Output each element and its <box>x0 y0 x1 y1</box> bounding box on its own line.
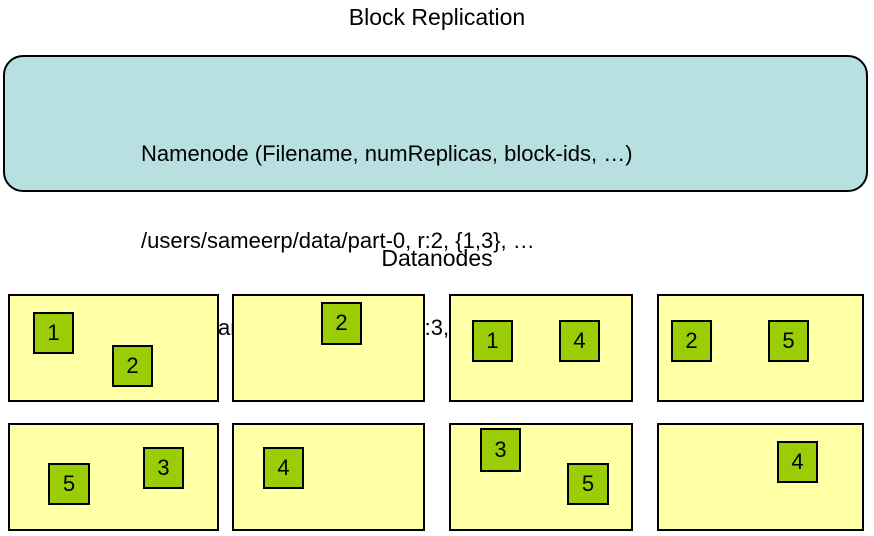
namenode-box: Namenode (Filename, numReplicas, block-i… <box>3 55 868 340</box>
datanode-rack-5 <box>8 423 219 531</box>
data-block-label: 5 <box>62 470 76 496</box>
data-block-4: 4 <box>263 447 304 489</box>
data-block-label: 4 <box>791 448 804 474</box>
namenode-line-schema: Namenode (Filename, numReplicas, block-i… <box>141 141 633 166</box>
data-block-5: 5 <box>567 463 609 505</box>
data-block-label: 5 <box>581 470 595 496</box>
data-block-3: 3 <box>480 428 521 472</box>
data-block-label: 4 <box>277 454 290 480</box>
data-block-label: 2 <box>126 352 139 378</box>
data-block-label: 2 <box>335 310 348 335</box>
data-block-label: 3 <box>494 436 507 462</box>
datanode-rack-8 <box>657 423 864 531</box>
data-block-label: 4 <box>573 327 586 353</box>
datanode-rack-6 <box>232 423 425 531</box>
data-block-2: 2 <box>321 302 362 345</box>
data-block-5: 5 <box>768 320 809 362</box>
data-block-1: 1 <box>33 312 74 354</box>
data-block-4: 4 <box>559 320 600 362</box>
data-block-2: 2 <box>112 345 153 387</box>
data-block-label: 3 <box>157 454 170 480</box>
namenode-line-part-0: /users/sameerp/data/part-0, r:2, {1,3}, … <box>141 228 535 253</box>
datanodes-section-label: Datanodes <box>381 245 493 271</box>
data-block-1: 1 <box>472 320 513 362</box>
data-block-4: 4 <box>777 441 818 483</box>
data-block-label: 5 <box>782 327 795 353</box>
page-title: Block Replication <box>348 4 526 30</box>
data-block-3: 3 <box>143 447 184 489</box>
data-block-label: 1 <box>47 319 60 345</box>
data-block-label: 1 <box>486 327 499 353</box>
data-block-label: 2 <box>685 327 698 353</box>
data-block-5: 5 <box>48 463 90 505</box>
data-block-2: 2 <box>671 320 712 362</box>
